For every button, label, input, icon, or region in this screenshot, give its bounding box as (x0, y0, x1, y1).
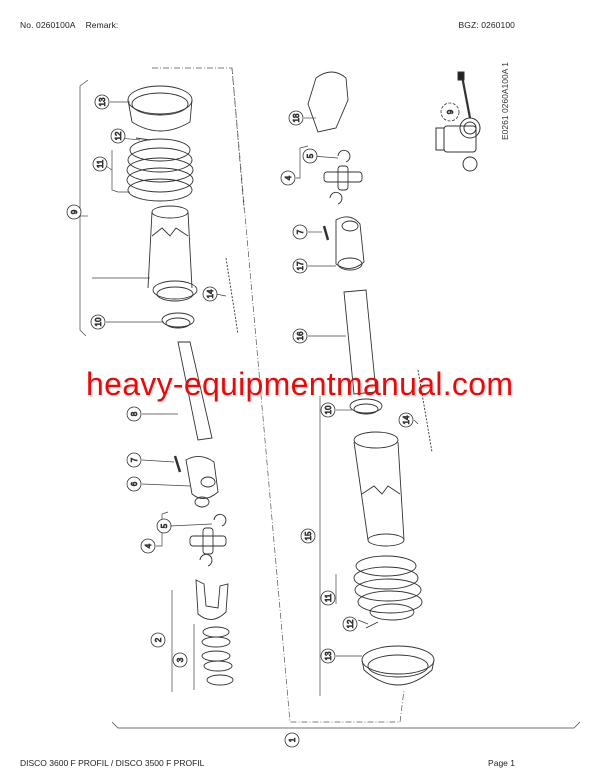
callout-5-left: 5 (156, 518, 172, 534)
part-2-outer-yoke (195, 579, 229, 620)
svg-text:9: 9 (446, 109, 455, 114)
part-11-left-bellows (126, 138, 194, 202)
footer-model: DISCO 3600 F PROFIL / DISCO 3500 F PROFI… (20, 758, 205, 768)
doc-number: No. 0260100A (20, 20, 76, 30)
part-13-right-bearing-ring (361, 645, 435, 686)
svg-text:7: 7 (296, 229, 305, 234)
part-16-outer-profile-tube (343, 289, 377, 395)
part-10-left-bearing-ring (161, 312, 195, 329)
svg-text:2: 2 (154, 637, 163, 642)
svg-text:10: 10 (324, 405, 333, 414)
part-9-outer-guard-tube (147, 205, 198, 302)
callout-17: 17 (292, 258, 308, 274)
svg-text:13: 13 (324, 651, 333, 660)
callout-9: 9 (66, 204, 82, 220)
header-doc-info: No. 0260100A Remark: (20, 20, 118, 30)
svg-text:9: 9 (70, 209, 79, 214)
callout-12-left: 12 (110, 128, 126, 144)
callout-5-right: 5 (302, 148, 318, 164)
svg-text:8: 8 (130, 411, 139, 416)
svg-text:11: 11 (324, 593, 333, 602)
callout-3: 3 (172, 652, 188, 668)
svg-text:16: 16 (296, 331, 305, 340)
bgz-number: BGZ: 0260100 (458, 20, 515, 30)
svg-text:15: 15 (304, 531, 313, 540)
callout-11-left: 11 (92, 156, 108, 172)
svg-text:13: 13 (98, 97, 107, 106)
part-15-outer-guard-tube (353, 431, 405, 547)
gear-icon: 9 (440, 102, 460, 122)
part-6-inner-yoke (185, 456, 219, 508)
callout-4-left: 4 (140, 538, 156, 554)
part-14-left-safety-chain (225, 257, 239, 335)
footer-page-number: Page 1 (488, 758, 515, 768)
part-8-inner-profile-tube (177, 341, 213, 441)
svg-text:18: 18 (292, 113, 301, 122)
part-4-right-cross-journal (323, 149, 363, 205)
remark-label: Remark: (85, 20, 119, 30)
svg-text:1: 1 (288, 737, 297, 742)
callout-13-left: 13 (94, 94, 110, 110)
svg-text:10: 10 (94, 317, 103, 326)
svg-text:4: 4 (284, 175, 293, 180)
callout-16: 16 (292, 328, 308, 344)
callout-11-right: 11 (320, 590, 336, 606)
callout-8: 8 (126, 406, 142, 422)
callout-15: 15 (300, 528, 316, 544)
part-12-right-screw (365, 621, 379, 629)
part-10-right-bearing-ring (349, 398, 383, 415)
part-18-outer-yoke-right (307, 71, 349, 133)
part-3-outer-ring-set (201, 626, 234, 686)
callout-7-left: 7 (126, 452, 142, 468)
svg-text:5: 5 (306, 153, 315, 158)
callout-14-right: 14 (398, 412, 414, 428)
svg-text:12: 12 (114, 131, 123, 140)
drawing-code: E0261 0260A100A 1 (500, 62, 510, 140)
part-12-left-screw (135, 137, 151, 141)
assembly-frame (152, 67, 405, 723)
svg-text:11: 11 (96, 159, 105, 168)
callout-12-right: 12 (342, 616, 358, 632)
part-4-left-cross-journal (189, 513, 227, 567)
svg-text:14: 14 (206, 289, 215, 298)
callout-7-right: 7 (292, 224, 308, 240)
callout-14-left: 14 (202, 286, 218, 302)
locator-tractor-icon (435, 71, 481, 172)
svg-text:3: 3 (176, 657, 185, 662)
watermark-text: heavy-equipmentmanual.com (86, 366, 514, 402)
svg-text:17: 17 (296, 261, 305, 270)
svg-text:6: 6 (130, 481, 139, 486)
svg-text:7: 7 (130, 457, 139, 462)
svg-text:12: 12 (346, 619, 355, 628)
part-7-left-spring-pin (173, 455, 182, 473)
callout-4-right: 4 (280, 170, 296, 186)
part-11-right-bellows (353, 555, 423, 621)
callout-13-right: 13 (320, 648, 336, 664)
callout-2: 2 (150, 632, 166, 648)
callout-18: 18 (288, 110, 304, 126)
part-13-left-bearing-ring (127, 85, 193, 132)
svg-text:14: 14 (402, 415, 411, 424)
svg-text:5: 5 (160, 523, 169, 528)
callout-1: 1 (284, 732, 300, 748)
svg-text:4: 4 (144, 543, 153, 548)
part-7-right-spring-pin (322, 225, 330, 241)
callout-10-right: 10 (320, 402, 336, 418)
callout-10-left: 10 (90, 314, 106, 330)
callout-6: 6 (126, 476, 142, 492)
part-17-outer-yoke (335, 216, 365, 271)
